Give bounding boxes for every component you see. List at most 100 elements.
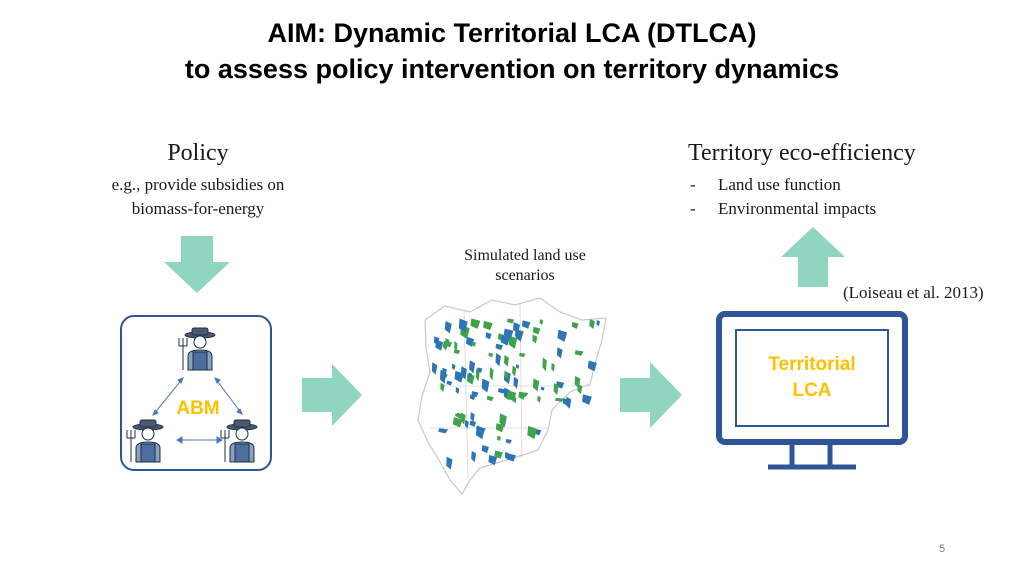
map-patch bbox=[519, 391, 529, 397]
list-dash: - bbox=[690, 199, 696, 218]
map-patch bbox=[494, 450, 503, 459]
map-patch bbox=[483, 321, 493, 331]
right-arrow-icon bbox=[302, 364, 362, 426]
list-item: - Land use function bbox=[690, 173, 876, 197]
policy-description-line-2: biomass-for-energy bbox=[131, 199, 265, 218]
citation: (Loiseau et al. 2013) bbox=[843, 283, 984, 302]
map-patch bbox=[469, 420, 477, 427]
up-arrow-icon bbox=[781, 227, 845, 287]
map-patch bbox=[505, 438, 512, 444]
map-patch bbox=[471, 450, 477, 463]
map-patch bbox=[540, 386, 545, 391]
map-patch bbox=[471, 341, 476, 347]
map-patch bbox=[555, 397, 565, 402]
map-patch bbox=[557, 329, 568, 342]
policy-title: Policy bbox=[167, 140, 229, 166]
map-patch bbox=[587, 360, 597, 372]
map-patch bbox=[504, 370, 509, 379]
map-patch bbox=[488, 352, 494, 358]
map-patch bbox=[439, 369, 447, 384]
map-patch bbox=[455, 387, 460, 394]
territory-eco-efficiency-title: Territory eco-efficiency bbox=[688, 140, 916, 166]
list-dash: - bbox=[690, 175, 696, 194]
territory-eco-efficiency-list: - Land use function - Environmental impact… bbox=[690, 173, 876, 221]
map-patch bbox=[460, 412, 466, 425]
map-patch bbox=[553, 383, 559, 396]
simulated-land-use-label: Simulated land use scenarios bbox=[430, 246, 620, 286]
map-patch bbox=[488, 454, 498, 466]
map-patch bbox=[444, 320, 452, 334]
map-patch bbox=[442, 373, 448, 378]
map-patch bbox=[596, 319, 600, 327]
down-arrow-icon bbox=[164, 236, 230, 293]
map-patch bbox=[571, 322, 579, 329]
map-patch bbox=[452, 417, 463, 428]
map-patch bbox=[486, 395, 494, 402]
map-patch bbox=[582, 394, 592, 405]
policy-description-line-1: e.g., provide subsidies on bbox=[111, 175, 285, 194]
abm-box bbox=[120, 315, 272, 471]
map-patch bbox=[507, 390, 517, 402]
territorial-lca-line-2: LCA bbox=[792, 380, 832, 401]
title-line-2: to assess policy intervention on territo… bbox=[184, 54, 840, 84]
page-number: 5 bbox=[938, 543, 946, 555]
map-patch bbox=[513, 376, 519, 389]
map-patch bbox=[508, 335, 518, 349]
map-patch bbox=[532, 378, 540, 392]
list-item: - Environmental impacts bbox=[690, 197, 876, 221]
map-patch bbox=[539, 319, 544, 325]
map-patch bbox=[470, 318, 481, 329]
map-patch bbox=[431, 362, 438, 375]
map-patch bbox=[521, 320, 531, 329]
map-patch bbox=[565, 396, 572, 409]
map-patch bbox=[512, 365, 517, 377]
map-patch bbox=[506, 453, 516, 462]
map-patch bbox=[503, 328, 514, 339]
map-patch bbox=[453, 349, 461, 355]
territorial-lca-line-1: Territorial bbox=[768, 354, 856, 375]
right-arrow-icon bbox=[620, 362, 682, 428]
map-patch bbox=[500, 334, 510, 346]
map-patch bbox=[469, 360, 476, 374]
abm-label: ABM bbox=[176, 398, 220, 419]
map-patch bbox=[574, 375, 581, 389]
map-patch bbox=[454, 370, 464, 383]
map-patch bbox=[504, 354, 509, 367]
map-patch bbox=[440, 382, 445, 392]
map-patch bbox=[451, 363, 456, 371]
map-patch bbox=[438, 428, 449, 434]
map-patch bbox=[532, 334, 538, 344]
map-patch bbox=[551, 362, 555, 372]
map-patch bbox=[537, 395, 541, 403]
list-item-text: Land use function bbox=[718, 175, 841, 194]
agent-links bbox=[152, 377, 243, 444]
map-patch bbox=[458, 318, 468, 333]
land-use-map bbox=[417, 297, 607, 496]
map-patch bbox=[495, 343, 504, 351]
map-patch bbox=[475, 425, 485, 440]
map-patch bbox=[495, 423, 505, 433]
map-patch bbox=[471, 391, 479, 398]
map-patch bbox=[519, 352, 526, 358]
farmer-icon bbox=[220, 419, 258, 463]
title-line-1: AIM: Dynamic Territorial LCA (DTLCA) bbox=[267, 18, 757, 48]
map-patch bbox=[499, 413, 507, 428]
map-patch bbox=[556, 347, 563, 359]
map-patch bbox=[446, 380, 453, 386]
list-item-text: Environmental impacts bbox=[718, 199, 877, 218]
map-patch bbox=[433, 336, 440, 346]
map-patch bbox=[443, 340, 448, 351]
simulated-label-line-2: scenarios bbox=[495, 267, 555, 284]
map-patch bbox=[481, 445, 489, 454]
map-patch bbox=[477, 367, 483, 373]
map-patch bbox=[515, 328, 523, 342]
map-patch bbox=[485, 332, 492, 340]
farmer-icon bbox=[126, 419, 164, 463]
map-patch bbox=[515, 364, 520, 369]
map-patch bbox=[574, 350, 584, 356]
map-patch bbox=[527, 425, 537, 440]
policy-description: e.g., provide subsidies on biomass-for-e… bbox=[70, 173, 326, 221]
map-patch bbox=[532, 326, 541, 335]
map-patch bbox=[506, 318, 515, 324]
